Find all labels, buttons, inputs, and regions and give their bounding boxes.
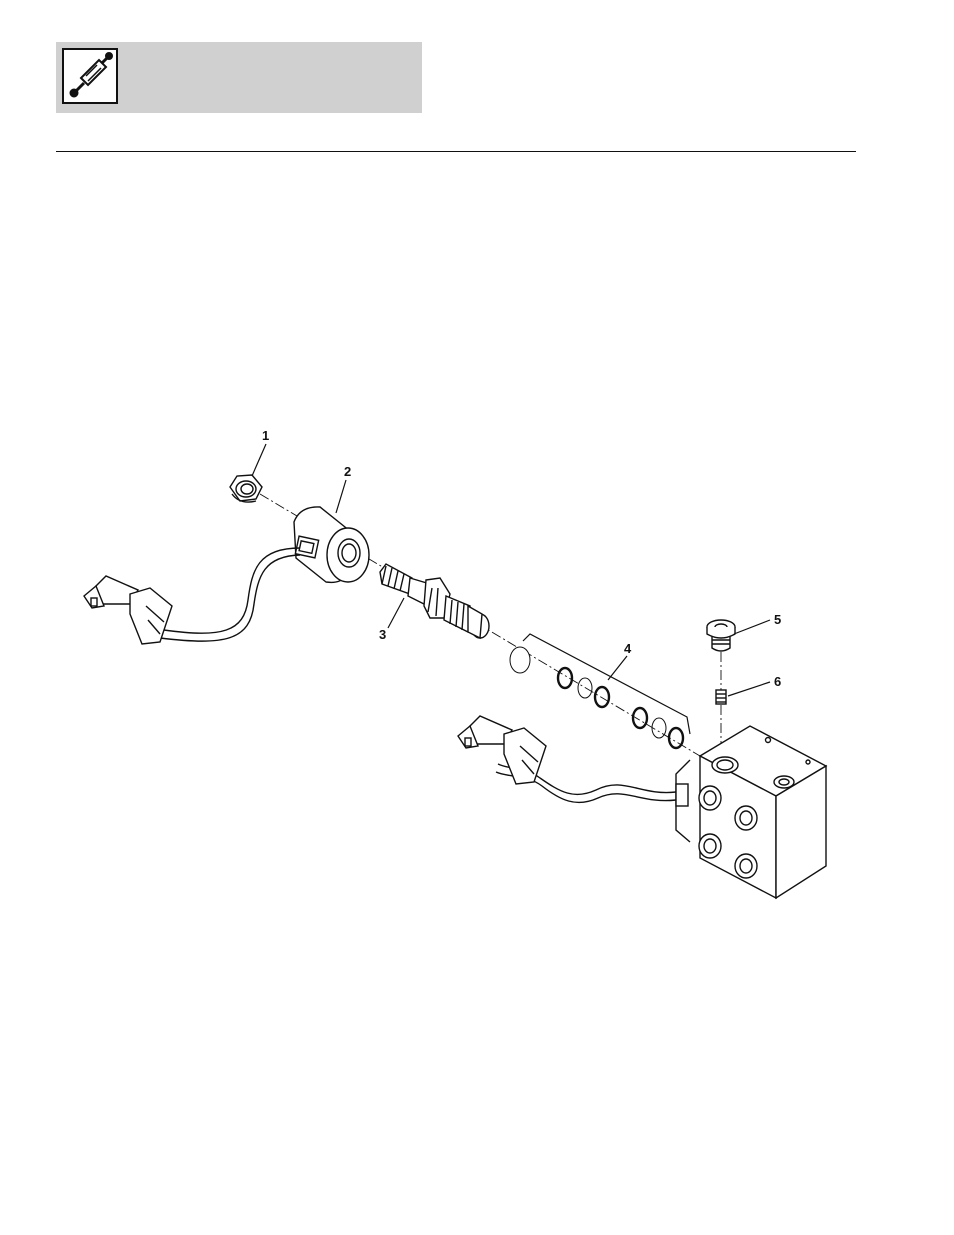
callout-2: 2 <box>344 464 351 479</box>
solenoid-coil-part <box>294 507 369 582</box>
left-connector-part <box>84 576 172 644</box>
callout-3: 3 <box>379 627 386 642</box>
plug-part <box>707 620 735 651</box>
cartridge-valve-part <box>380 564 489 638</box>
seal-kit-part <box>510 634 690 748</box>
orifice-plug-part <box>716 690 726 704</box>
callout-1: 1 <box>262 428 269 443</box>
callout-5: 5 <box>774 612 781 627</box>
nut-part <box>230 475 262 502</box>
callout-4: 4 <box>624 641 632 656</box>
valve-block-part <box>676 726 826 898</box>
callout-6: 6 <box>774 674 781 689</box>
